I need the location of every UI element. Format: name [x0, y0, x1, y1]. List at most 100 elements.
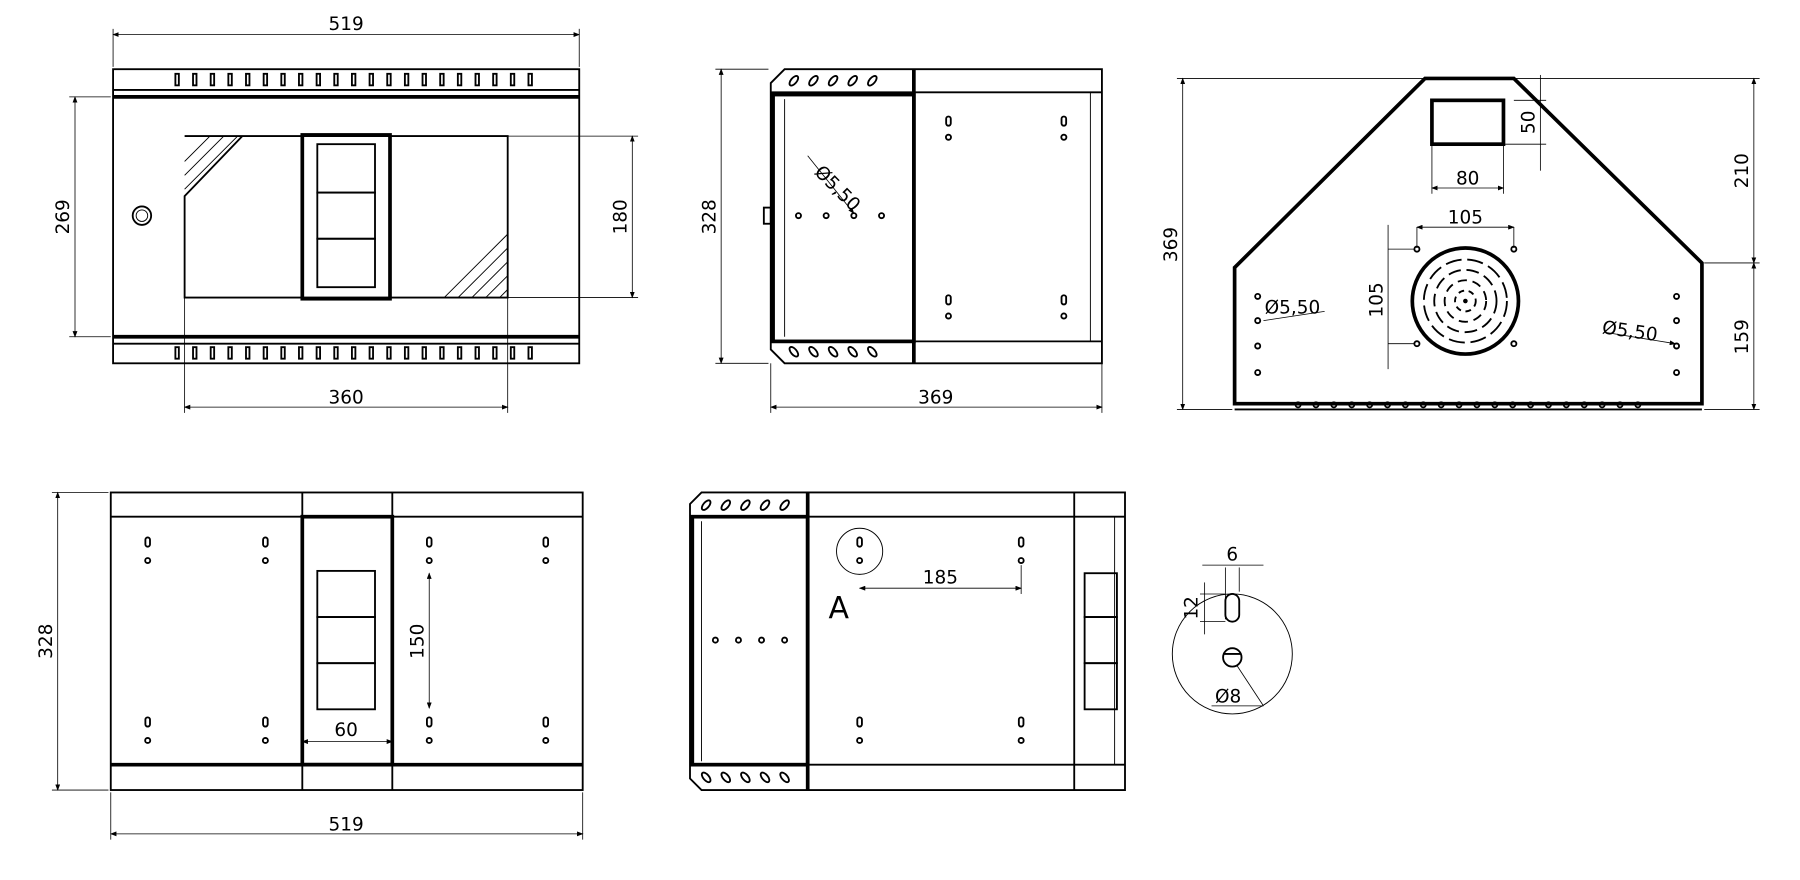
- detail-a-callout: [836, 527, 884, 575]
- mount-hole: [261, 557, 269, 564]
- vent-slot: [439, 72, 445, 87]
- vent-slot: [209, 72, 216, 87]
- mount-hole: [144, 557, 152, 564]
- mount-slot: [856, 536, 863, 548]
- mount-hole: [1312, 401, 1320, 409]
- dim-panel-width: 60: [334, 720, 357, 741]
- bottom-view: 185 A: [689, 491, 1126, 791]
- mount-hole: [1634, 401, 1642, 409]
- vent-slot: [421, 72, 427, 87]
- vent-slot: [192, 346, 198, 360]
- vent-slot: [527, 72, 533, 87]
- vent-slot: [867, 346, 878, 358]
- vent-slot: [192, 72, 198, 87]
- mount-hole: [1673, 369, 1681, 376]
- mount-hole: [1562, 401, 1570, 409]
- vent-slot: [386, 72, 392, 87]
- cable-box: [1430, 98, 1506, 147]
- vent-slot: [847, 75, 858, 87]
- vent-slot: [867, 75, 878, 87]
- mount-hole: [542, 736, 550, 744]
- mount-slot: [945, 294, 952, 306]
- mount-hole: [856, 736, 864, 744]
- vent-slot: [509, 72, 516, 87]
- dim-rear-width: 519: [329, 814, 364, 835]
- vent-slot: [315, 346, 321, 360]
- mount-hole: [1294, 401, 1302, 409]
- detail-label: A: [828, 591, 849, 626]
- mount-hole: [1673, 292, 1681, 300]
- mount-hole: [1401, 401, 1409, 409]
- vent-slot: [368, 346, 374, 360]
- mount-hole: [794, 212, 802, 220]
- mount-hole: [822, 212, 830, 220]
- dim-box-width: 80: [1456, 169, 1479, 190]
- top-view: 50 80 105 105 Ø5,50 Ø5,50 369 210 159: [1161, 74, 1760, 411]
- vent-slot: [456, 346, 463, 360]
- mount-slot: [262, 716, 269, 728]
- detail-a: 6 12 Ø8: [1171, 545, 1293, 715]
- dim-top-hole-left: Ø5,50: [1265, 298, 1321, 319]
- mount-slot: [262, 536, 269, 548]
- dim-top-depth: 369: [1161, 227, 1182, 262]
- dim-top-lower: 159: [1732, 319, 1753, 354]
- mount-hole: [1673, 317, 1681, 325]
- lock-icon: [131, 205, 153, 226]
- mount-hole: [1017, 736, 1025, 744]
- mount-slot: [542, 536, 549, 548]
- mount-hole: [711, 636, 719, 644]
- vent-slot: [759, 499, 771, 511]
- mount-hole: [878, 212, 885, 220]
- vent-slot: [227, 72, 233, 87]
- vent-slot: [333, 72, 339, 87]
- mount-slot: [1060, 294, 1068, 306]
- rear-view: 328 519 150 60: [36, 491, 584, 840]
- dim-side-hole: Ø5,50: [810, 162, 864, 216]
- mount-hole: [542, 557, 550, 564]
- mount-hole: [1419, 401, 1427, 409]
- mount-slot: [856, 716, 863, 728]
- vent-slot: [315, 72, 321, 87]
- vent-slot: [439, 346, 445, 360]
- vent-slot: [351, 72, 357, 87]
- vent-slot: [368, 72, 374, 87]
- vent-slot: [527, 346, 533, 360]
- center-panel: [300, 133, 392, 301]
- mount-hole: [1509, 401, 1517, 409]
- dim-fan-width: 105: [1448, 208, 1483, 229]
- mount-hole: [1348, 401, 1356, 409]
- mount-hole: [1580, 401, 1588, 409]
- mount-hole: [758, 636, 765, 644]
- mount-hole: [734, 636, 742, 644]
- vent-slot: [509, 346, 516, 360]
- dim-rear-height: 328: [36, 624, 57, 659]
- mount-hole: [781, 636, 789, 644]
- vent-slot: [403, 346, 410, 360]
- mount-slot: [425, 716, 433, 728]
- vent-slot: [174, 72, 180, 87]
- mount-slot: [425, 536, 433, 548]
- mount-hole: [1616, 401, 1624, 409]
- vent-slot: [262, 346, 269, 360]
- mount-hole: [850, 212, 858, 220]
- mount-hole: [856, 557, 864, 564]
- vent-slot: [700, 499, 712, 511]
- dim-side-depth: 369: [918, 388, 953, 409]
- vent-slot: [779, 771, 790, 784]
- mount-hole: [425, 736, 433, 744]
- dim-top-hole-right: Ø5,50: [1601, 317, 1659, 346]
- vent-slot: [779, 499, 790, 511]
- mount-hole: [1060, 133, 1068, 141]
- vent-slot: [280, 72, 286, 87]
- dim-mount-spacing: 185: [923, 568, 958, 589]
- vent-slot: [720, 771, 732, 784]
- dim-side-height: 328: [699, 199, 720, 234]
- dim-slot-width: 6: [1226, 545, 1238, 566]
- front-view: 519 269 180 360: [53, 14, 639, 413]
- vent-slot: [262, 72, 269, 87]
- dim-slot-height: 12: [1182, 596, 1203, 619]
- fan-grille-icon: [1410, 246, 1521, 356]
- vent-slot: [474, 72, 480, 87]
- vent-slot: [421, 346, 427, 360]
- vent-slot: [474, 346, 480, 360]
